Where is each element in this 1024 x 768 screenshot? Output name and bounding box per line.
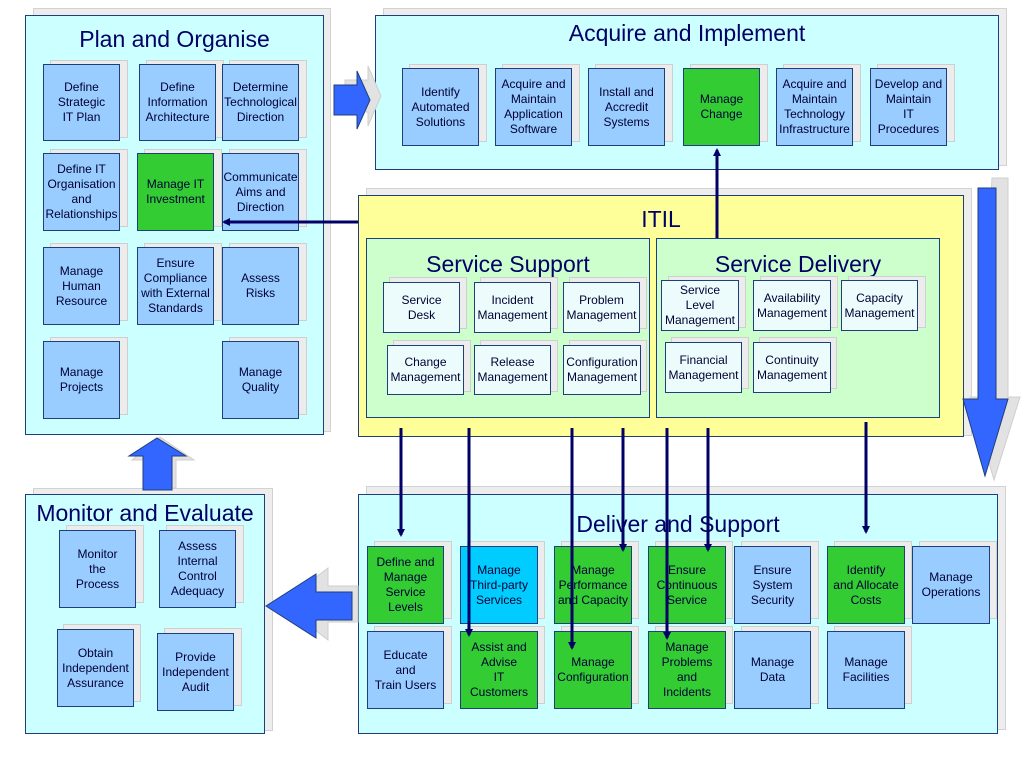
po-communicate-aims[interactable]: Communicate Aims and Direction xyxy=(222,153,299,231)
flow-arrow-up xyxy=(127,436,196,491)
service-support-title: Service Support xyxy=(426,251,590,277)
sd-financial-management[interactable]: Financial Management xyxy=(665,342,742,393)
me-provide-independent-audit[interactable]: Provide Independent Audit xyxy=(157,633,234,711)
ds-manage-facilities[interactable]: Manage Facilities xyxy=(827,631,905,709)
ds-manage-third-party-services[interactable]: Manage Third-party Services xyxy=(460,546,538,624)
ai-acquire-technology-infrastructure[interactable]: Acquire and Maintain Technology Infrastr… xyxy=(776,68,853,146)
ds-manage-configuration[interactable]: Manage Configuration xyxy=(554,631,632,709)
me-obtain-independent-assurance[interactable]: Obtain Independent Assurance xyxy=(57,629,134,707)
ds-assist-advise-it-customers[interactable]: Assist and Advise IT Customers xyxy=(460,631,538,709)
ss-incident-management[interactable]: Incident Management xyxy=(474,282,551,333)
po-manage-it-investment[interactable]: Manage IT Investment xyxy=(137,153,214,231)
sd-continuity-management[interactable]: Continuity Management xyxy=(753,342,831,393)
ds-define-manage-service-levels[interactable]: Define and Manage Service Levels xyxy=(367,546,444,624)
ai-install-accredit-systems[interactable]: Install and Accredit Systems xyxy=(588,68,665,146)
me-assess-internal-control[interactable]: Assess Internal Control Adequacy xyxy=(159,530,236,608)
ss-service-desk[interactable]: Service Desk xyxy=(383,282,460,333)
flow-arrow-down xyxy=(962,177,1021,482)
flow-arrow-right xyxy=(333,65,382,130)
monitor-evaluate-title: Monitor and Evaluate xyxy=(36,500,254,526)
ds-manage-operations[interactable]: Manage Operations xyxy=(912,546,990,624)
deliver-support-title: Deliver and Support xyxy=(576,511,780,537)
po-ensure-compliance[interactable]: Ensure Compliance with External Standard… xyxy=(137,247,214,325)
ds-educate-train-users[interactable]: Educate and Train Users xyxy=(367,631,444,709)
po-define-strategic-it-plan[interactable]: Define Strategic IT Plan xyxy=(43,64,120,141)
ss-release-management[interactable]: Release Management xyxy=(474,345,551,395)
ai-identify-automated-solutions[interactable]: Identify Automated Solutions xyxy=(402,68,479,146)
flow-arrow-left xyxy=(265,566,359,642)
ai-develop-it-procedures[interactable]: Develop and Maintain IT Procedures xyxy=(870,68,947,146)
ds-manage-data[interactable]: Manage Data xyxy=(734,631,811,709)
acquire-implement-title: Acquire and Implement xyxy=(568,20,806,46)
sd-capacity-management[interactable]: Capacity Management xyxy=(841,280,918,331)
ds-ensure-continuous-service[interactable]: Ensure Continuous Service xyxy=(648,546,726,624)
ai-acquire-application-software[interactable]: Acquire and Maintain Application Softwar… xyxy=(495,68,572,146)
ss-change-management[interactable]: Change Management xyxy=(387,345,464,395)
ai-manage-change[interactable]: Manage Change xyxy=(683,68,760,146)
me-monitor-the-process[interactable]: Monitor the Process xyxy=(59,530,136,608)
plan-organise-title: Plan and Organise xyxy=(79,26,270,52)
po-define-it-organisation[interactable]: Define IT Organisation and Relationships xyxy=(43,153,120,231)
po-manage-projects[interactable]: Manage Projects xyxy=(43,341,120,419)
po-determine-technological-direction[interactable]: Determine Technological Direction xyxy=(222,64,299,141)
ss-problem-management[interactable]: Problem Management xyxy=(563,282,640,333)
po-manage-human-resource[interactable]: Manage Human Resource xyxy=(43,247,120,325)
po-assess-risks[interactable]: Assess Risks xyxy=(222,247,299,325)
ds-manage-problems-incidents[interactable]: Manage Problems and Incidents xyxy=(648,631,726,709)
po-manage-quality[interactable]: Manage Quality xyxy=(222,341,299,419)
po-define-information-architecture[interactable]: Define Information Architecture xyxy=(139,64,216,141)
sd-service-level-management[interactable]: Service Level Management xyxy=(661,280,739,331)
ds-identify-allocate-costs[interactable]: Identify and Allocate Costs xyxy=(827,546,905,624)
ds-ensure-system-security[interactable]: Ensure System Security xyxy=(734,546,811,624)
sd-availability-management[interactable]: Availability Management xyxy=(753,280,831,331)
ds-manage-performance-capacity[interactable]: Manage Performance and Capacity xyxy=(554,546,632,624)
ss-configuration-management[interactable]: Configuration Management xyxy=(563,345,641,395)
itil-title: ITIL xyxy=(641,206,681,232)
service-delivery-title: Service Delivery xyxy=(714,251,882,277)
